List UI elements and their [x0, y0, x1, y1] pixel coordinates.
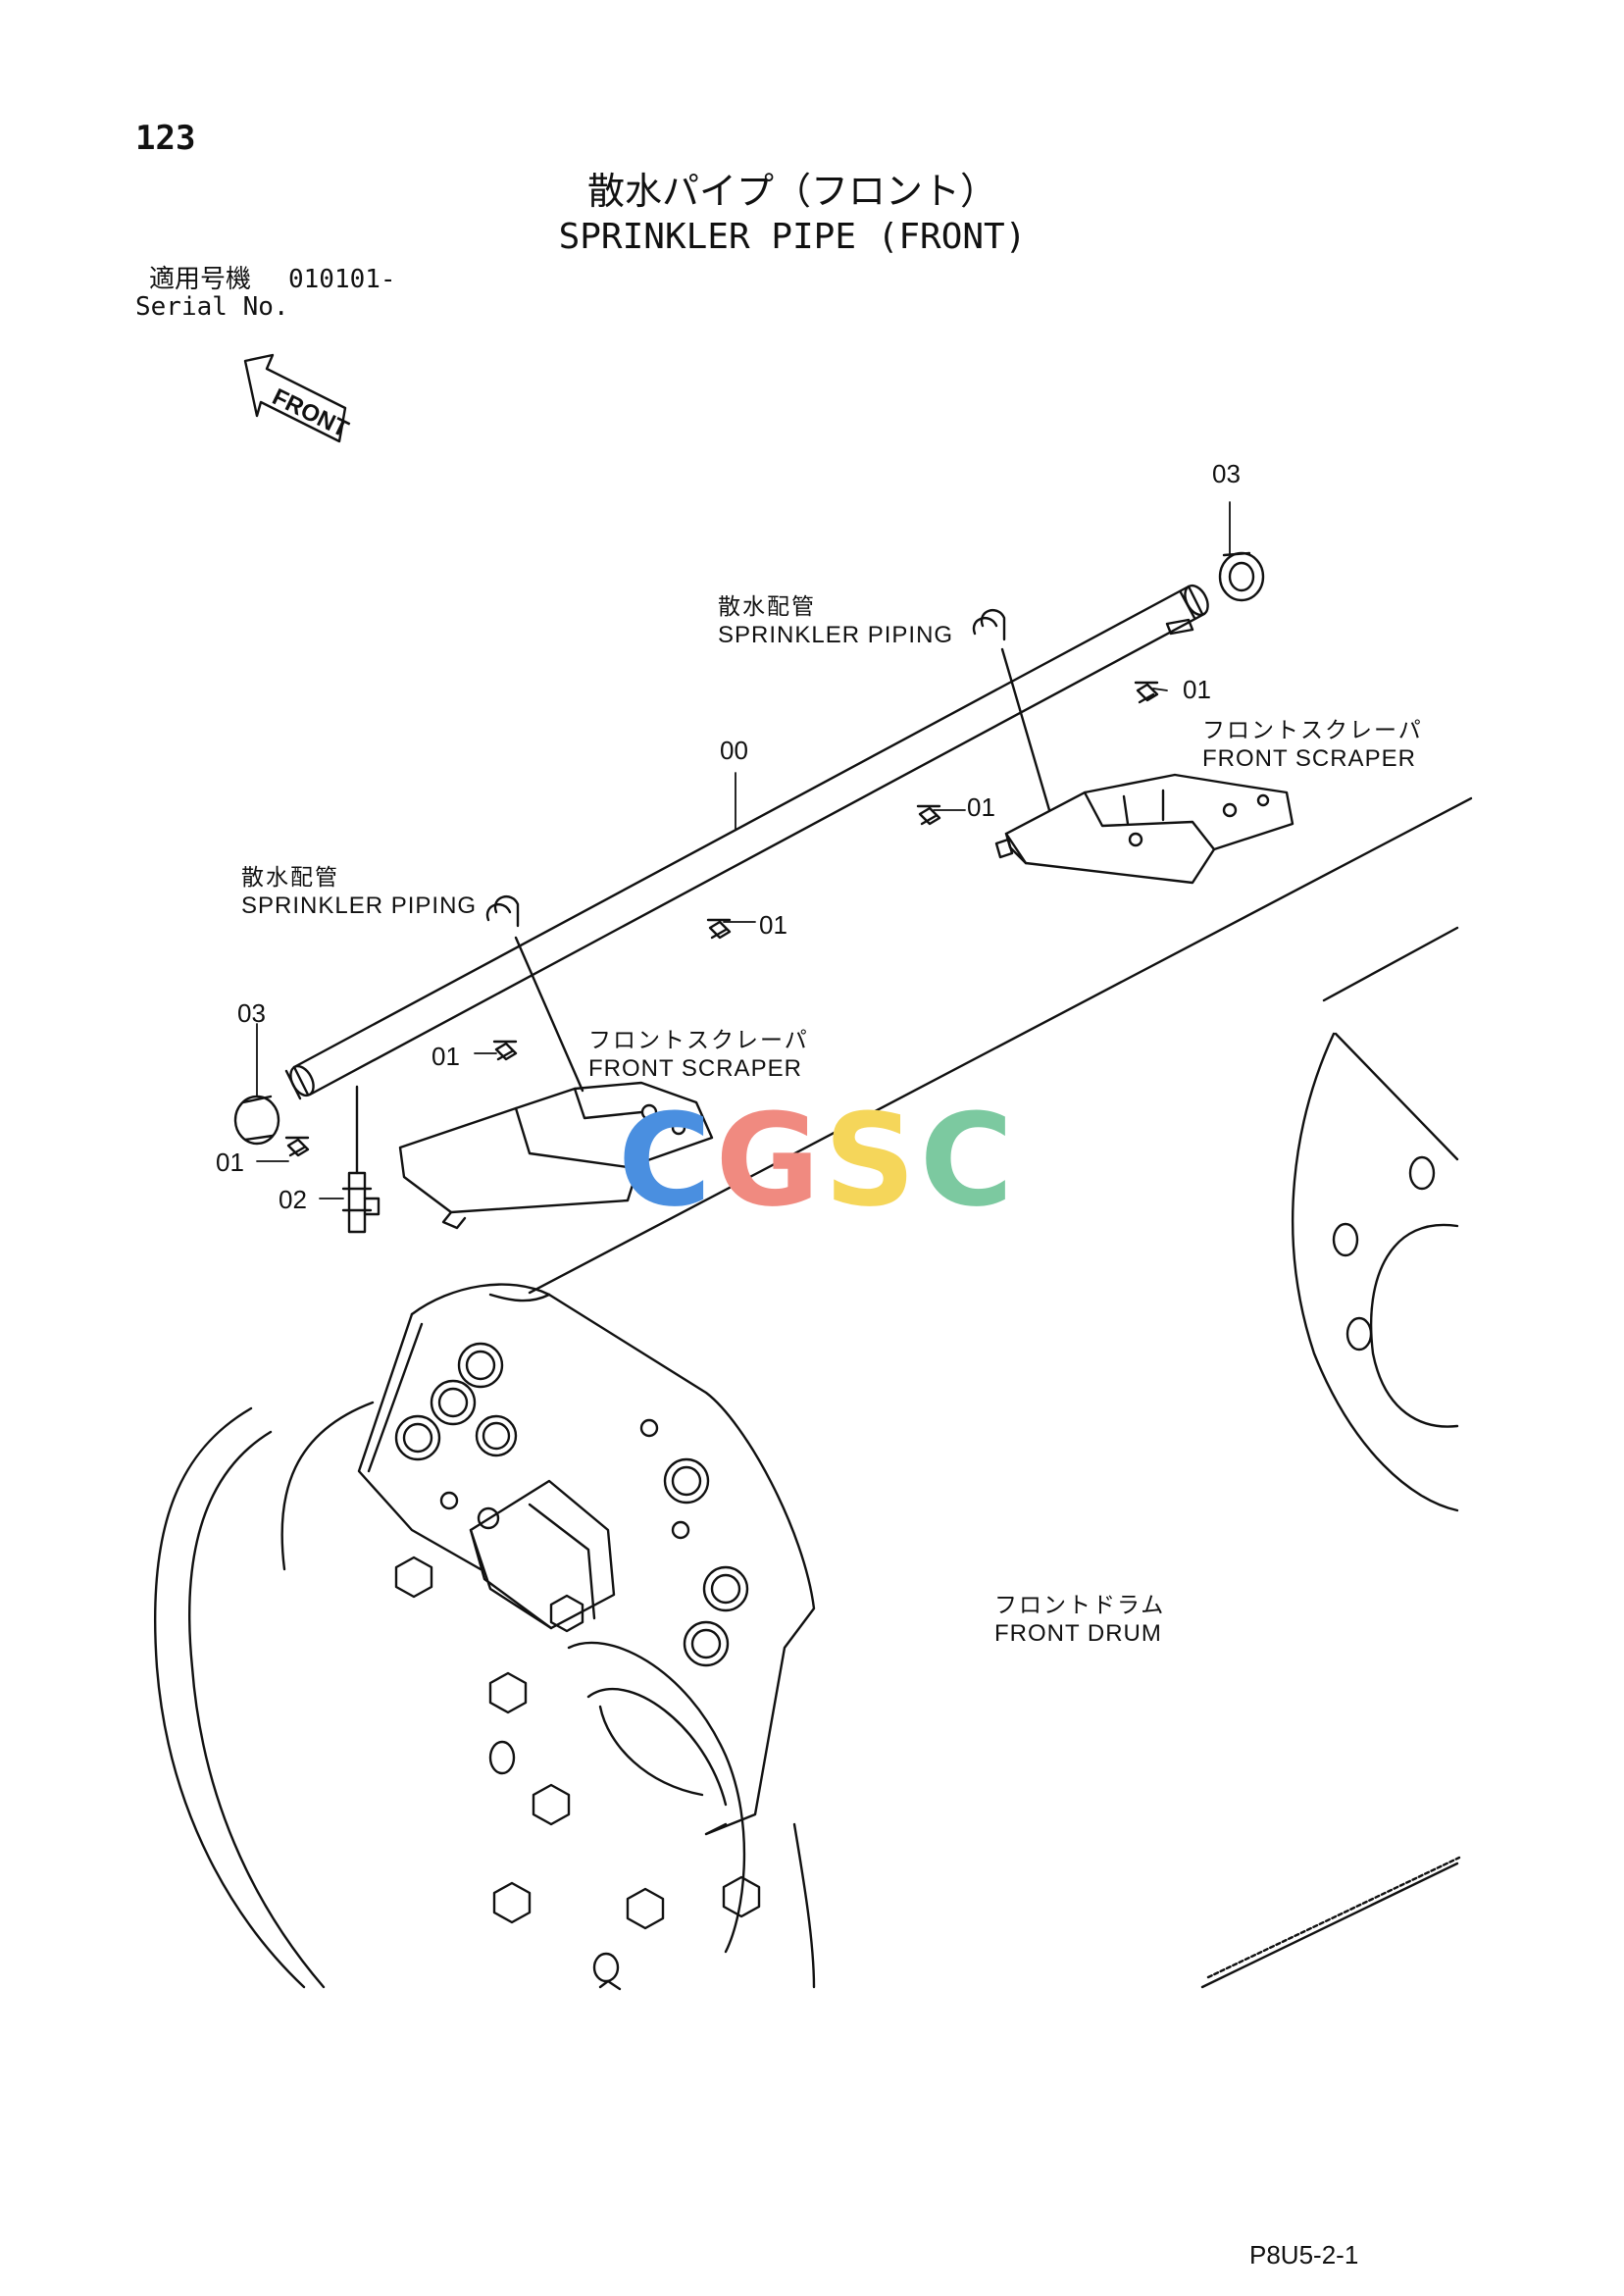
label-sprinkler-piping-top-en: SPRINKLER PIPING	[718, 621, 954, 648]
fitting-02-icon	[341, 1085, 381, 1234]
page-code: P8U5-2-1	[1249, 2240, 1359, 2270]
sprinkler-pipe	[284, 584, 1209, 1100]
label-front-drum-en: FRONT DRUM	[994, 1619, 1162, 1647]
label-front-scraper-left-en: FRONT SCRAPER	[588, 1054, 802, 1082]
callout-01-c: 01	[759, 910, 787, 940]
front-scraper-right	[994, 773, 1294, 885]
callout-01-b: 01	[967, 792, 995, 822]
watermark-letter-4: C	[919, 1086, 1018, 1235]
watermark-letter-1: C	[618, 1086, 716, 1235]
leader-lines	[256, 501, 1231, 1199]
end-cap-left	[233, 1095, 280, 1146]
watermark-letter-3: S	[824, 1086, 920, 1235]
label-sprinkler-piping-top-jp: 散水配管	[718, 594, 816, 620]
serial-label-jp: 適用号機	[149, 265, 252, 294]
watermark-letter-2: G	[715, 1086, 825, 1235]
callout-01-a: 01	[1183, 675, 1211, 704]
page-title-en: SPRINKLER PIPE (FRONT)	[558, 217, 1027, 257]
callout-03-left: 03	[237, 998, 266, 1028]
callout-01-d: 01	[431, 1042, 460, 1071]
callout-02: 02	[279, 1185, 307, 1214]
label-sprinkler-piping-left: 散水配管 SPRINKLER PIPING	[241, 865, 477, 920]
sprinkler-piping-hook	[485, 608, 1051, 1093]
page-number: 123	[135, 119, 196, 158]
label-sprinkler-piping-top: 散水配管 SPRINKLER PIPING	[718, 594, 953, 649]
callout-01-e: 01	[216, 1148, 244, 1177]
front-arrow-icon: FRONT	[243, 353, 353, 443]
serial-label-en: Serial No.	[135, 292, 289, 322]
label-sprinkler-piping-left-en: SPRINKLER PIPING	[241, 892, 478, 919]
label-front-drum-jp: フロントドラム	[994, 1593, 1166, 1618]
page-title-jp: 散水パイプ（フロント）	[586, 170, 997, 213]
front-arrow-label: FRONT	[268, 383, 352, 443]
front-drum	[153, 796, 1473, 1991]
front-scraper-left	[398, 1081, 714, 1230]
label-front-scraper-right-en: FRONT SCRAPER	[1202, 744, 1416, 772]
serial-value: 010101-	[288, 265, 396, 294]
nozzle-icon	[284, 618, 1194, 1157]
label-front-scraper-right-jp: フロントスクレーパ	[1202, 718, 1423, 743]
label-front-scraper-right: フロントスクレーパ FRONT SCRAPER	[1202, 718, 1423, 773]
watermark-logo: CGSC	[618, 1097, 1017, 1224]
label-sprinkler-piping-left-jp: 散水配管	[241, 865, 339, 891]
label-front-scraper-left: フロントスクレーパ FRONT SCRAPER	[588, 1028, 809, 1083]
callout-03-top: 03	[1212, 459, 1241, 488]
label-front-scraper-left-jp: フロントスクレーパ	[588, 1028, 809, 1053]
callout-00: 00	[720, 736, 748, 765]
end-cap-right	[1218, 551, 1265, 602]
label-front-drum: フロントドラム FRONT DRUM	[994, 1593, 1165, 1648]
